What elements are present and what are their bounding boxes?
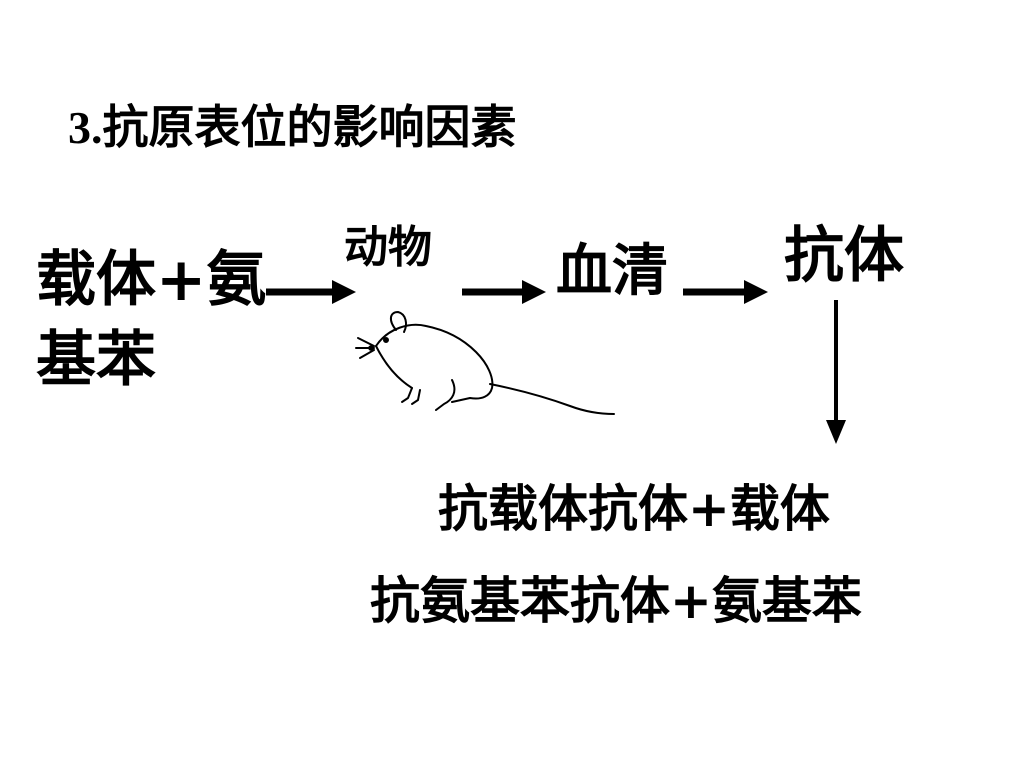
- arrow-to-serum: [462, 280, 546, 304]
- antibody-label: 抗体: [784, 221, 904, 291]
- arrow-to-animal: [266, 280, 356, 304]
- title-text: 抗原表位的影响因素: [102, 100, 517, 154]
- carrier-aminobenzene-label-line2: 基苯: [36, 325, 156, 395]
- title-number: 3.: [68, 102, 103, 153]
- arrow-to-antibody: [683, 280, 768, 304]
- anti-aminobenzene-result-label: 抗氨基苯抗体+氨基苯: [370, 572, 862, 630]
- arrow-down-to-results: [826, 300, 846, 444]
- animal-label: 动物: [344, 222, 432, 273]
- carrier-aminobenzene-label-line1: 载体+氨: [36, 245, 267, 315]
- mouse-icon: [355, 311, 615, 415]
- anti-carrier-result-label: 抗载体抗体+载体: [438, 480, 830, 538]
- serum-label: 血清: [556, 239, 668, 304]
- slide-title: 3.抗原表位的影响因素: [68, 104, 517, 151]
